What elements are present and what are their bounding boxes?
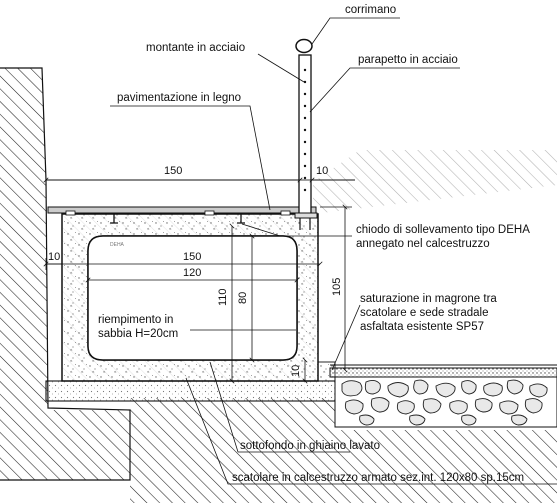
label-handrail: corrimano bbox=[345, 4, 396, 16]
leader-lines bbox=[110, 17, 557, 485]
road bbox=[317, 361, 557, 428]
label-lean-concrete-line3: asfaltata esistente SP57 bbox=[360, 321, 484, 333]
dim-bottom-10: 10 bbox=[290, 365, 302, 377]
leader-handrail bbox=[311, 17, 400, 45]
label-fill-line2: sabbia H=20cm bbox=[98, 328, 178, 340]
dimensions bbox=[43, 177, 352, 384]
dim-inner-120: 120 bbox=[183, 267, 201, 279]
label-anchor-line2: annegato nel calcestruzzo bbox=[356, 238, 490, 250]
dim-top-150: 150 bbox=[164, 165, 182, 177]
dimension-labels: 150 10 150 120 10 110 80 105 10 bbox=[48, 165, 343, 377]
label-fill-line1: riempimento in bbox=[98, 314, 173, 326]
leader-lean-concrete bbox=[331, 304, 361, 371]
box-culvert: DEHA bbox=[61, 213, 319, 382]
leader-box-culvert bbox=[185, 377, 557, 485]
upper-right-hatch bbox=[313, 150, 557, 214]
parapet-bolts bbox=[303, 68, 307, 192]
deha-stamp: DEHA bbox=[110, 242, 125, 248]
leader-wood-paving bbox=[110, 105, 271, 211]
leader-parapet bbox=[309, 67, 460, 113]
asphalt-layer bbox=[329, 367, 557, 378]
wood-paving bbox=[47, 206, 317, 224]
lower-ground-hatch bbox=[130, 398, 557, 503]
left-embankment-edge bbox=[0, 67, 131, 481]
culvert-inner-cavity bbox=[87, 235, 298, 361]
dim-total-105: 105 bbox=[331, 278, 343, 296]
leader-steel-post bbox=[257, 53, 305, 83]
road-stones bbox=[341, 379, 548, 426]
dim-wall-10: 10 bbox=[48, 251, 60, 263]
wood-deck bbox=[47, 206, 317, 214]
label-wood-paving: pavimentazione in legno bbox=[117, 92, 241, 104]
anchor-1 bbox=[110, 213, 118, 224]
dim-post-10: 10 bbox=[316, 165, 328, 177]
label-steel-post: montante in acciaio bbox=[146, 42, 245, 54]
post-base-plate bbox=[294, 212, 318, 219]
leader-subbase bbox=[209, 361, 350, 453]
label-subbase: sottofondo in ghiaino lavato bbox=[240, 440, 380, 452]
dim-outer-150: 150 bbox=[183, 251, 201, 263]
label-lean-concrete-line2: scatolare e sede stradale bbox=[360, 307, 489, 319]
deck-bracket-1 bbox=[65, 210, 76, 216]
steel-parapet bbox=[294, 38, 318, 230]
dim-height-110: 110 bbox=[217, 288, 229, 306]
post-embed bbox=[299, 218, 311, 230]
left-embankment-hatch bbox=[0, 68, 130, 480]
dim-height-80: 80 bbox=[237, 292, 249, 304]
deck-bracket-3 bbox=[280, 210, 291, 216]
label-lean-concrete-line1: saturazione in magrone tra bbox=[360, 293, 497, 305]
handrail-section bbox=[295, 38, 313, 54]
labels: corrimano montante in acciaio parapetto … bbox=[98, 4, 530, 484]
label-anchor-line1: chiodo di sollevamento tipo DEHA bbox=[356, 224, 530, 236]
anchor-2 bbox=[237, 213, 245, 224]
label-steel-parapet: parapetto in acciaio bbox=[358, 54, 458, 66]
label-box-culvert: scatolare in calcestruzzo armato sez.int… bbox=[232, 472, 524, 484]
deck-bracket-2 bbox=[204, 210, 215, 216]
leader-anchor bbox=[241, 223, 352, 237]
